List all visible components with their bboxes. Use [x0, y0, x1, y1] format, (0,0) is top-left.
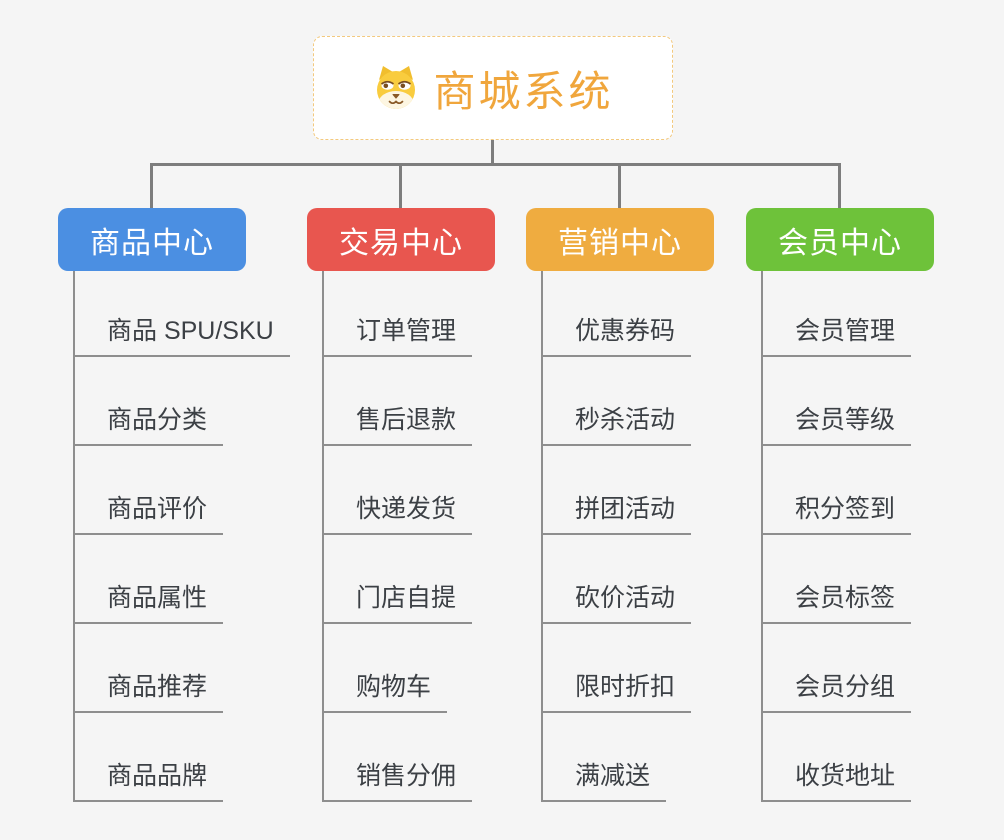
root-topic-label: 商城系统: [433, 67, 614, 115]
connector-drop: [838, 164, 841, 208]
branch-topic-trade[interactable]: 交易中心: [307, 208, 495, 271]
leaf-topic[interactable]: 限时折扣: [541, 669, 692, 713]
leaf-topic[interactable]: 售后退款: [322, 402, 473, 446]
leaf-topic[interactable]: 会员管理: [761, 313, 912, 357]
branch-column-trade: 订单管理 售后退款 快递发货 门店自提 购物车 销售分佣: [322, 271, 602, 811]
leaf-topic[interactable]: 购物车: [322, 669, 448, 713]
root-topic[interactable]: 商城系统: [313, 36, 673, 140]
leaf-topic[interactable]: 收货地址: [761, 758, 912, 802]
leaf-topic[interactable]: 商品分类: [73, 402, 224, 446]
branch-column-marketing: 优惠券码 秒杀活动 拼团活动 砍价活动 限时折扣 满减送: [541, 271, 821, 811]
connector-drop: [399, 164, 402, 208]
column-rail: [541, 271, 543, 802]
connector-drop: [150, 164, 153, 208]
leaf-topic[interactable]: 商品品牌: [73, 758, 224, 802]
leaf-topic[interactable]: 满减送: [541, 758, 667, 802]
leaf-topic[interactable]: 商品评价: [73, 491, 224, 535]
leaf-topic[interactable]: 门店自提: [322, 580, 473, 624]
branch-topic-marketing[interactable]: 营销中心: [526, 208, 714, 271]
column-rail: [73, 271, 75, 802]
branch-topic-goods[interactable]: 商品中心: [58, 208, 246, 271]
connector-root-stem: [491, 140, 494, 166]
column-rail: [322, 271, 324, 802]
connector-drop: [618, 164, 621, 208]
leaf-topic[interactable]: 优惠券码: [541, 313, 692, 357]
leaf-topic[interactable]: 销售分佣: [322, 758, 473, 802]
leaf-topic[interactable]: 会员标签: [761, 580, 912, 624]
leaf-topic[interactable]: 会员等级: [761, 402, 912, 446]
column-rail: [761, 271, 763, 802]
leaf-topic[interactable]: 商品 SPU/SKU: [73, 313, 290, 357]
leaf-topic[interactable]: 会员分组: [761, 669, 912, 713]
branch-column-goods: 商品 SPU/SKU 商品分类 商品评价 商品属性 商品推荐 商品品牌: [73, 271, 353, 811]
leaf-topic[interactable]: 砍价活动: [541, 580, 692, 624]
leaf-topic[interactable]: 拼团活动: [541, 491, 692, 535]
leaf-topic[interactable]: 订单管理: [322, 313, 473, 357]
leaf-topic[interactable]: 快递发货: [322, 491, 473, 535]
leaf-topic[interactable]: 商品属性: [73, 580, 224, 624]
branch-topic-member[interactable]: 会员中心: [746, 208, 934, 271]
leaf-topic[interactable]: 秒杀活动: [541, 402, 692, 446]
connector-rail: [150, 163, 841, 166]
leaf-topic[interactable]: 商品推荐: [73, 669, 224, 713]
leaf-topic[interactable]: 积分签到: [761, 491, 912, 535]
dog-face-icon: [377, 66, 416, 109]
branch-column-member: 会员管理 会员等级 积分签到 会员标签 会员分组 收货地址: [761, 271, 1004, 811]
